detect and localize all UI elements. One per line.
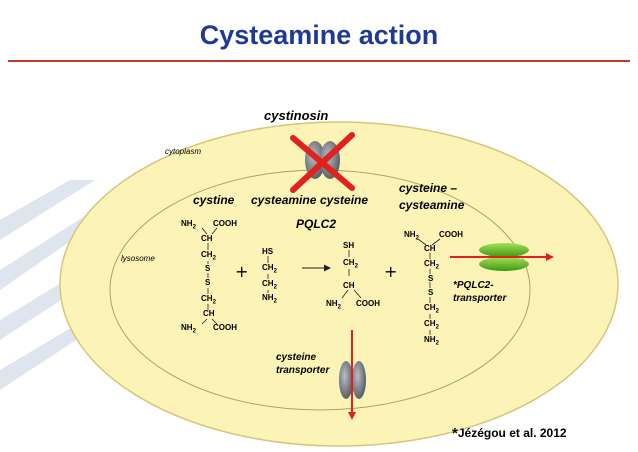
plus-sign: + [384,262,398,281]
mixed-ch2-bottom: CH2 [424,319,439,331]
cysteine-cooh: COOH [356,299,380,308]
cystine-nh2-bottom: NH2 [181,323,196,335]
cysteine-sh: SH [343,241,355,250]
citation-star: * [452,425,458,442]
cystine-ch2-top: CH2 [201,250,216,262]
cystine-label: cystine [193,193,235,207]
blocked-x-icon [290,132,355,193]
cysteine-nh2: NH2 [326,299,341,311]
cystine-bonds [201,227,218,325]
cysteamine-ch2-bottom: CH2 [262,279,277,291]
title-divider [8,60,630,62]
cysteine-ch: CH [343,281,355,290]
cystine-ch2-bottom: CH2 [201,294,216,306]
mixed-nh2-top: NH2 [404,230,419,242]
mixed-s-bottom: S [428,288,434,297]
cysteamine-hs: HS [262,247,274,256]
mixed-ch2-top: CH2 [424,259,439,271]
citation-text: Jézégou et al. 2012 [457,426,567,440]
pqlc2-transporter [479,243,529,271]
cysteine-cysteamine-label-line2: cysteamine [399,198,465,212]
mixed-s-top: S [428,274,434,283]
cystine-nh2-top: NH2 [181,219,196,231]
mixed-ch2-mid: CH2 [424,303,439,315]
page-title: Cysteamine action [199,20,439,50]
cysteamine-nh2: NH2 [262,293,277,305]
cystine-cooh-top: COOH [213,219,237,228]
cysteine-cysteamine-bonds [417,238,441,335]
cytoplasm-label: cytoplasm [165,147,202,156]
pqlc2-transporter-label-line2: transporter [453,293,507,304]
cystine-s-bottom: S [205,278,211,287]
lysosome-label: lysosome [121,254,155,263]
cystine-s-top: S [205,264,211,273]
cysteine-cysteamine-label-line1: cysteine – [399,181,458,195]
citation: *Jézégou et al. 2012 [452,425,567,442]
pqlc2-transporter-label-line1: *PQLC2- [453,280,494,291]
cysteine-label: cysteine [320,193,369,207]
cystine-ch-top: CH [201,234,213,243]
mixed-ch: CH [424,244,436,253]
cysteine-transporter-label-line1: cysteine [276,352,317,363]
cystine-ch-bottom: CH [203,309,215,318]
cysteine-ch2: CH2 [343,258,358,270]
plus-sign: + [235,262,249,281]
cystinosin-label: cystinosin [264,108,329,123]
pqlc2-label: PQLC2 [296,217,337,231]
cysteine-transporter-label-line2: transporter [276,365,330,376]
mixed-cooh: COOH [439,230,463,239]
mixed-nh2-bottom: NH2 [424,335,439,347]
cysteine-bonds [341,250,362,299]
cystine-cooh-bottom: COOH [213,323,237,332]
cysteamine-ch2-top: CH2 [262,263,277,275]
cysteamine-label: cysteamine [251,193,317,207]
cysteine-transporter [339,361,366,399]
